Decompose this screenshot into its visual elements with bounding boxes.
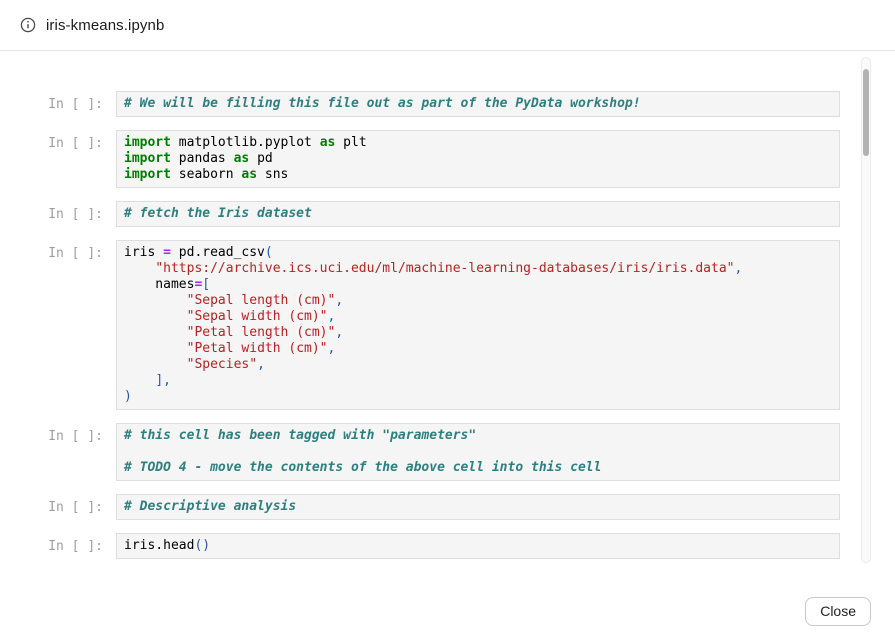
close-button[interactable]: Close xyxy=(805,597,871,626)
code-line: # fetch the Iris dataset xyxy=(124,206,312,221)
code-line: ], xyxy=(155,373,171,388)
scrollbar-thumb[interactable] xyxy=(863,69,869,156)
cell-prompt: In [ ]: xyxy=(48,500,103,515)
code-line: "Species", xyxy=(186,357,265,372)
notebook-cells: In [ ]: # We will be filling this file ou… xyxy=(0,52,895,580)
code-line: ) xyxy=(124,389,132,404)
code-line: "https://archive.ics.uci.edu/ml/machine-… xyxy=(155,261,743,276)
cell-prompt: In [ ]: xyxy=(48,207,103,222)
cell-prompt: In [ ]: xyxy=(48,136,103,151)
code-line: import pandas as pd xyxy=(124,151,273,166)
code-line: import seaborn as sns xyxy=(124,167,289,182)
cell-prompt: In [ ]: xyxy=(48,429,103,444)
code-line: import matplotlib.pyplot as plt xyxy=(124,135,367,150)
code-line: names=[ xyxy=(124,277,211,292)
cell-source: iris = pd.read_csv( "https://archive.ics… xyxy=(116,240,840,410)
cell-source: # fetch the Iris dataset xyxy=(116,201,840,227)
cell-source: iris.head() xyxy=(116,533,840,559)
info-icon xyxy=(20,17,36,33)
code-line: # this cell has been tagged with "parame… xyxy=(124,428,477,443)
notebook-cell: In [ ]: iris = pd.read_csv( "https://arch… xyxy=(40,240,840,410)
code-line: # We will be filling this file out as pa… xyxy=(124,96,641,111)
code-line: "Sepal length (cm)", xyxy=(186,293,344,308)
notebook-cell: In [ ]: # Descriptive analysis xyxy=(40,494,840,520)
code-line: iris = pd.read_csv( xyxy=(124,245,273,260)
notebook-scroll-area[interactable]: In [ ]: # We will be filling this file ou… xyxy=(0,52,895,580)
code-line: # TODO 4 - move the contents of the abov… xyxy=(124,460,602,475)
cell-source: # We will be filling this file out as pa… xyxy=(116,91,840,117)
cell-prompt: In [ ]: xyxy=(48,97,103,112)
code-line: "Sepal width (cm)", xyxy=(186,309,336,324)
code-line: "Petal length (cm)", xyxy=(186,325,344,340)
code-line xyxy=(124,444,832,460)
notebook-cell: In [ ]: iris.head() xyxy=(40,533,840,559)
scrollbar-track[interactable] xyxy=(861,57,871,563)
dialog-title: iris-kmeans.ipynb xyxy=(46,16,165,34)
cell-source: # Descriptive analysis xyxy=(116,494,840,520)
notebook-cell: In [ ]: # We will be filling this file ou… xyxy=(40,91,840,117)
code-line: # Descriptive analysis xyxy=(124,499,297,514)
notebook-cell: In [ ]: # this cell has been tagged with … xyxy=(40,423,840,481)
dialog-header: iris-kmeans.ipynb xyxy=(0,0,895,51)
notebook-cell: In [ ]: # fetch the Iris dataset xyxy=(40,201,840,227)
cell-prompt: In [ ]: xyxy=(48,539,103,554)
cell-prompt: In [ ]: xyxy=(48,246,103,261)
code-line: "Petal width (cm)", xyxy=(186,341,336,356)
cell-source: # this cell has been tagged with "parame… xyxy=(116,423,840,481)
code-line: iris.head() xyxy=(124,538,211,553)
